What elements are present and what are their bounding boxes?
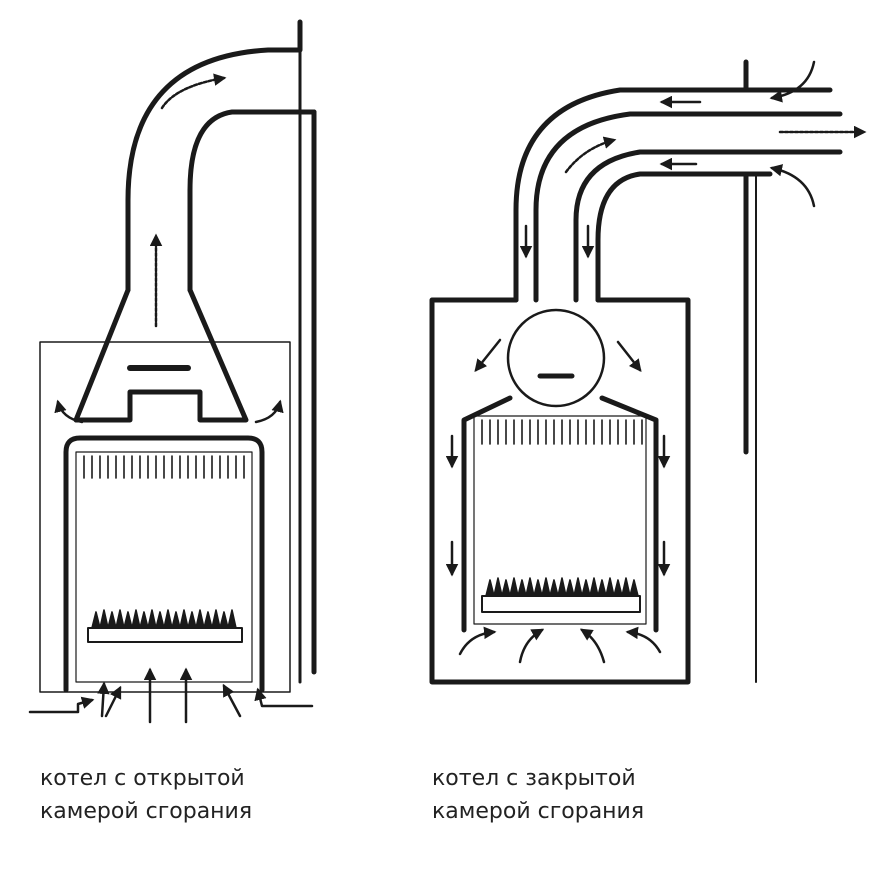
closed-burner-flames [485, 577, 639, 597]
open-burner [87, 627, 243, 643]
open-flue-pipe [125, 19, 317, 293]
open-burner-flames [91, 609, 237, 629]
closed-burner [481, 595, 641, 613]
coaxial-flue-pipe [513, 87, 843, 303]
open-spill-arrows [54, 399, 284, 424]
open-heat-exchanger-fins [83, 455, 245, 479]
sealed-combustion-chamber [461, 395, 659, 633]
caption-closed-chamber: котел с закрытой камерой сгорания [432, 762, 644, 828]
caption-closed-line2: камерой сгорания [432, 799, 645, 824]
closed-chamber-boiler [429, 59, 867, 685]
caption-open-line2: камерой сгорания [40, 799, 253, 824]
closed-internal-air-arrows [445, 338, 671, 664]
closed-heat-exchanger-fins [481, 419, 643, 445]
draft-hood [73, 287, 249, 423]
open-boiler-casing [39, 341, 291, 693]
caption-open-chamber: котел с открытой камерой сгорания [40, 762, 252, 828]
closed-flue-gas-arrows [564, 125, 867, 174]
open-chamber-boiler [28, 19, 317, 724]
closed-air-intake-arrows [519, 60, 816, 259]
closed-boiler-casing [429, 297, 691, 685]
exhaust-fan [506, 308, 606, 408]
open-flue-gas-arrows [149, 73, 227, 328]
caption-open-line1: котел с открытой [40, 766, 245, 791]
open-heat-exchanger [63, 435, 265, 693]
open-air-intake-arrows [28, 667, 314, 724]
caption-closed-line1: котел с закрытой [432, 766, 636, 791]
